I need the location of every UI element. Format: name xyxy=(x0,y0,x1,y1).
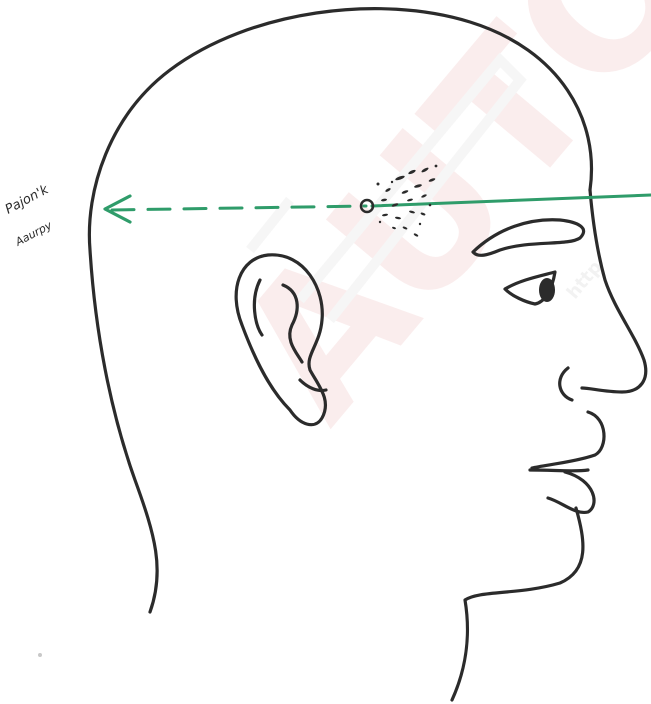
chin-jaw-outline xyxy=(452,508,583,700)
exit-label-line1: Pajon'k xyxy=(3,182,52,217)
mouth-line xyxy=(530,470,588,471)
exit-label-line2: Aaurpy xyxy=(12,219,54,250)
exit-label: Pajon'k Aaurpy xyxy=(3,182,55,249)
paper-specks xyxy=(38,653,42,657)
lower-lip xyxy=(548,472,594,512)
nostril xyxy=(560,368,572,400)
face-profile-outline xyxy=(582,190,646,392)
upper-lip xyxy=(532,412,604,468)
pupil xyxy=(539,278,555,302)
